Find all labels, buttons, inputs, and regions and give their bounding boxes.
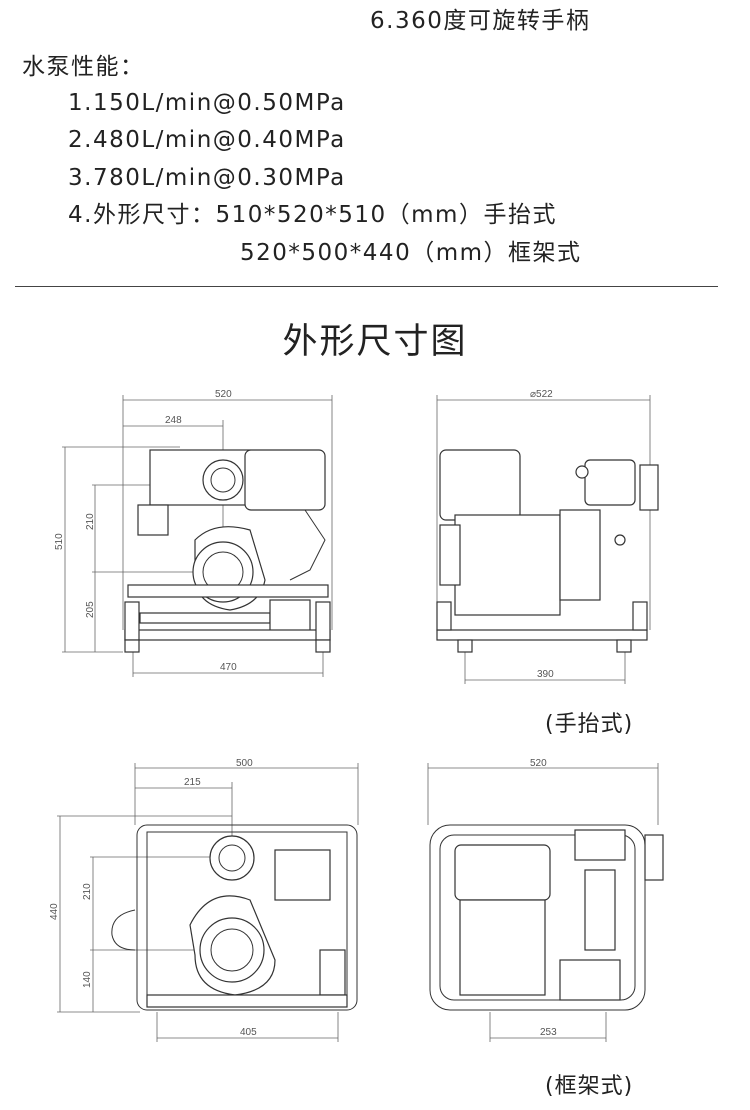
dim-upper: 210 <box>85 513 96 530</box>
dim-side-base: 390 <box>537 669 554 680</box>
dim-height: 510 <box>54 533 65 550</box>
dim-frame-lower: 140 <box>82 971 93 988</box>
dim-base: 470 <box>220 662 237 673</box>
handheld-front-drawing: 520 248 510 210 205 470 <box>54 389 333 677</box>
dim-width: 520 <box>215 389 232 400</box>
section-title: 外形尺寸图 <box>282 322 468 362</box>
spec-item-6: 6.360度可旋转手柄 <box>370 8 591 34</box>
frame-caption: (框架式) <box>545 1074 634 1099</box>
dim-frame-base: 405 <box>240 1027 257 1038</box>
dim-frame-side-width: 520 <box>530 758 547 769</box>
handheld-caption: (手抬式) <box>545 712 634 737</box>
dim-frame-offset: 215 <box>184 777 201 788</box>
spec-item-4: 4.外形尺寸：510*520*510（mm）手抬式 <box>68 202 557 228</box>
pump-performance-heading: 水泵性能： <box>22 54 145 80</box>
frame-front-drawing: 500 215 440 210 140 405 <box>49 758 359 1042</box>
frame-side-drawing: 520 253 <box>427 758 664 1042</box>
dim-offset: 248 <box>165 415 182 426</box>
dim-diameter: ⌀522 <box>530 389 553 400</box>
dim-frame-upper: 210 <box>82 883 93 900</box>
divider <box>15 286 718 287</box>
dim-frame-side-base: 253 <box>540 1027 557 1038</box>
dim-frame-width: 500 <box>236 758 253 769</box>
spec-item-4-frame: 520*500*440（mm）框架式 <box>240 240 582 266</box>
spec-item-2: 2.480L/min@0.40MPa <box>68 127 346 153</box>
handheld-side-drawing: ⌀522 390 <box>436 389 659 684</box>
dim-lower: 205 <box>85 601 96 618</box>
spec-item-1: 1.150L/min@0.50MPa <box>68 90 346 116</box>
dim-frame-height: 440 <box>49 903 60 920</box>
spec-item-3: 3.780L/min@0.30MPa <box>68 165 346 191</box>
